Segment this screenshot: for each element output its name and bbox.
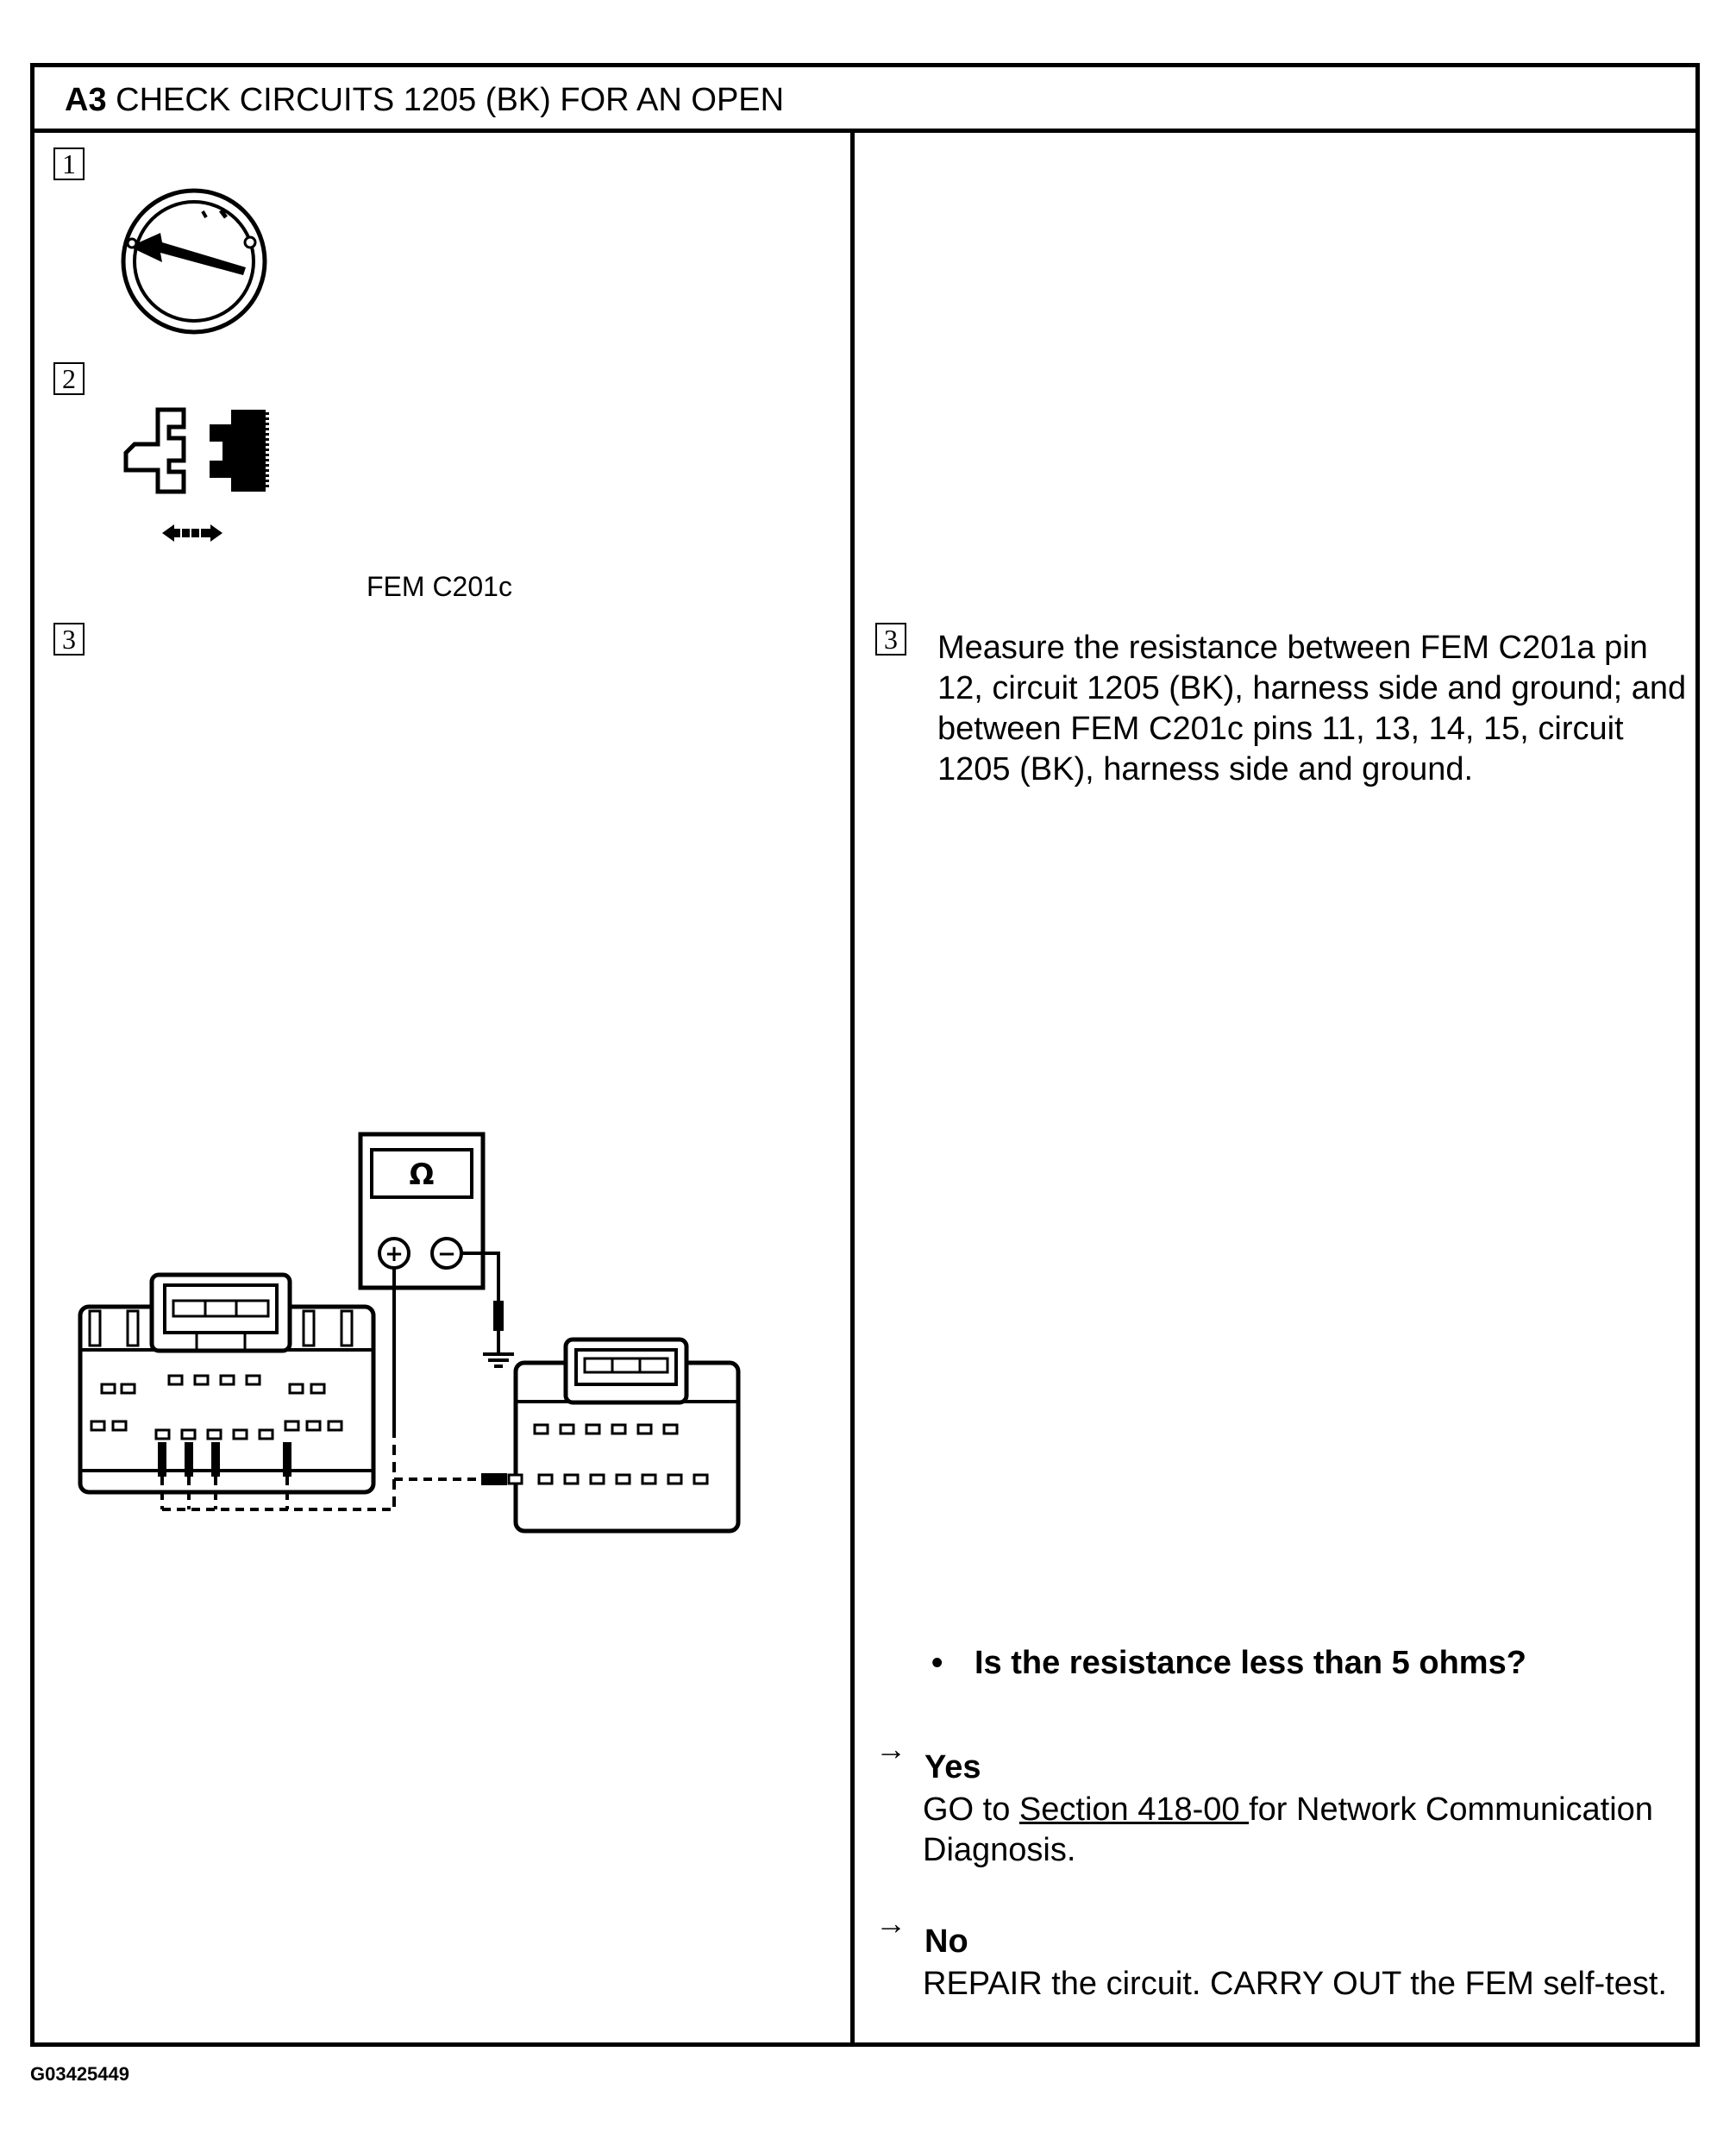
step-3-number-left: 3	[53, 623, 85, 656]
fem-c201a-connector	[507, 1337, 741, 1534]
yes-suffix: for Network Communication Diagnosis.	[923, 1791, 1653, 1868]
plus-terminal: +	[385, 1241, 404, 1267]
procedure-title: A3 CHECK CIRCUITS 1205 (BK) FOR AN OPEN	[65, 83, 784, 117]
resistance-measurement-diagram: Ω + −	[78, 1132, 741, 1534]
ground-icon	[483, 1352, 514, 1368]
step-title: CHECK CIRCUITS 1205 (BK) FOR AN OPEN	[116, 82, 785, 118]
figure-id: G03425449	[30, 2063, 129, 2085]
column-divider	[850, 133, 855, 2047]
yes-label: Yes	[924, 1749, 981, 1785]
procedure-table: A3 CHECK CIRCUITS 1205 (BK) FOR AN OPEN	[30, 63, 1700, 2047]
connector-disconnect-icon	[123, 407, 269, 542]
step-3-number-right: 3	[875, 623, 906, 656]
step-1-number: 1	[53, 147, 85, 180]
no-arrow-icon: →	[875, 1905, 906, 1941]
no-text: REPAIR the circuit. CARRY OUT the FEM se…	[923, 1966, 1667, 2002]
step-3-instruction: Measure the resistance between FEM C201a…	[937, 630, 1687, 787]
step-2-number: 2	[53, 362, 85, 395]
yes-text: GO to Section 418-00 for Network Communi…	[923, 1790, 1664, 1871]
ohmmeter-icon: Ω + −	[358, 1132, 486, 1290]
ignition-switch-off-icon	[121, 188, 267, 335]
step-id: A3	[65, 82, 107, 118]
yes-arrow-icon: →	[875, 1731, 906, 1766]
ohm-symbol: Ω	[410, 1158, 435, 1192]
connector-caption: FEM C201c	[367, 571, 512, 602]
fem-c201c-connector	[78, 1272, 376, 1495]
no-label: No	[924, 1923, 968, 1960]
yes-prefix: GO to	[923, 1791, 1019, 1828]
minus-terminal: −	[437, 1241, 456, 1267]
question-text: Is the resistance less than 5 ohms?	[975, 1645, 1526, 1681]
question-bullet: •	[931, 1645, 943, 1681]
section-418-00-link[interactable]: Section 418-00	[1018, 1791, 1250, 1828]
title-row: A3 CHECK CIRCUITS 1205 (BK) FOR AN OPEN	[34, 67, 1695, 133]
